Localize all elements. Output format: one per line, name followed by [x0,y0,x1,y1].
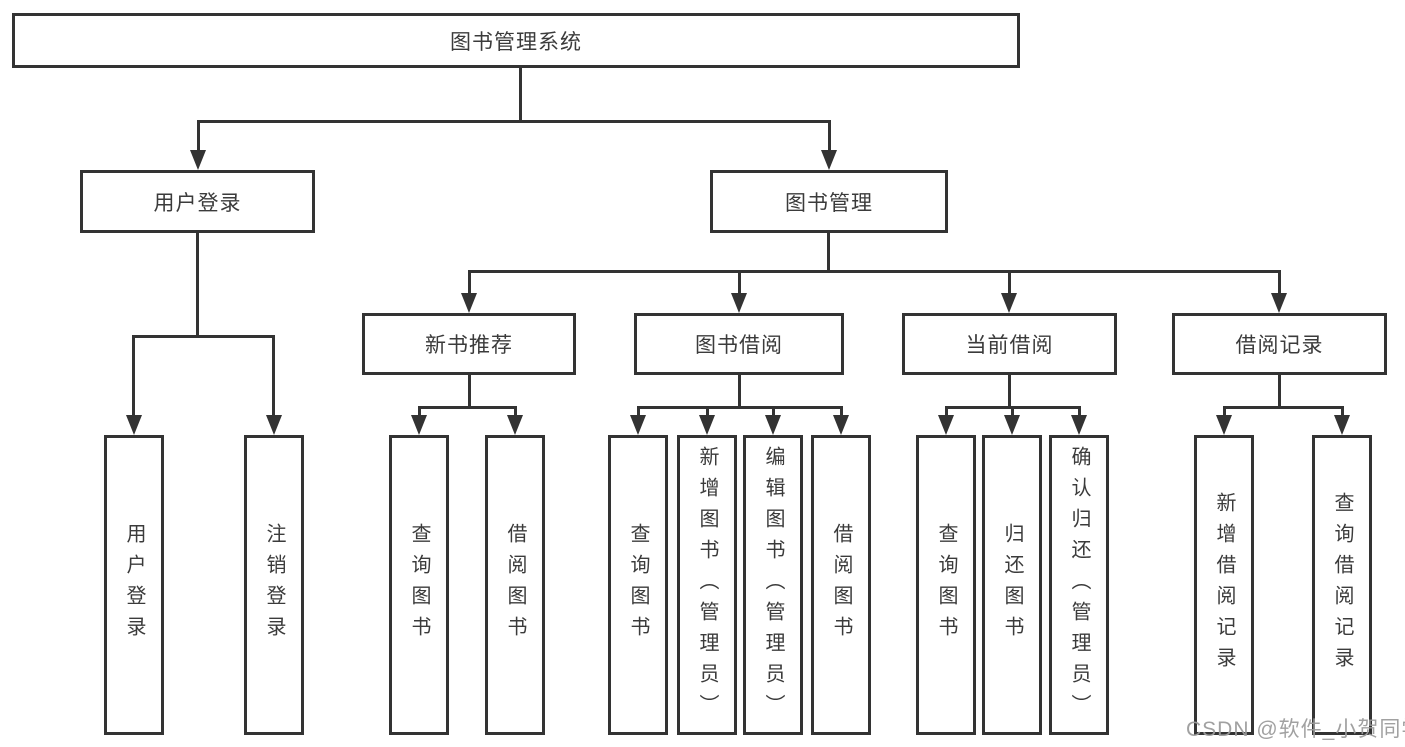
connector-stem [1223,406,1226,418]
leaf-query-books-borrowing-label: 查询图书 [627,523,649,647]
leaf-user-login: 用户登录 [104,435,164,735]
arrowhead-leaf-logout [266,415,282,435]
leaf-user-login-label: 用户登录 [123,523,145,647]
leaf-return-books: 归还图书 [982,435,1042,735]
leaf-add-borrow-record-label: 新增借阅记录 [1213,492,1235,678]
connector-new-book-branch [418,406,517,409]
connector-stem [706,406,709,418]
arrowhead [1004,415,1020,435]
leaf-borrow-books-recommend: 借阅图书 [485,435,545,735]
connector-stem [514,406,517,418]
arrowhead [1216,415,1232,435]
arrowhead-current-borrowing [1001,293,1017,313]
arrowhead [411,415,427,435]
leaf-logout-label: 注销登录 [263,523,285,647]
leaf-query-books-recommend: 查询图书 [389,435,449,735]
leaf-confirm-return-admin-label: 确认归还（管理员） [1068,445,1090,725]
leaf-query-borrow-record-label: 查询借阅记录 [1331,492,1353,678]
node-book-management: 图书管理 [710,170,948,233]
connector-stem-book-management [828,120,831,152]
leaf-edit-books-admin: 编辑图书（管理员） [743,435,803,735]
connector-book-borrowing-drop [738,375,741,409]
node-user-login: 用户登录 [80,170,315,233]
leaf-query-books-current: 查询图书 [916,435,976,735]
arrowhead [699,415,715,435]
connector-current-borrowing-drop [1008,375,1011,409]
leaf-query-borrow-record: 查询借阅记录 [1312,435,1372,735]
leaf-logout: 注销登录 [244,435,304,735]
leaf-add-books-admin-label: 新增图书（管理员） [696,445,718,725]
connector-stem-borrowing-records [1278,270,1281,295]
connector-stem [840,406,843,418]
node-current-borrowing: 当前借阅 [902,313,1117,375]
connector-stem-leaf-logout [272,335,275,417]
leaf-edit-books-admin-label: 编辑图书（管理员） [762,445,784,725]
arrowhead-new-book [461,293,477,313]
leaf-confirm-return-admin: 确认归还（管理员） [1049,435,1109,735]
leaf-borrow-books-recommend-label: 借阅图书 [504,523,526,647]
connector-stem [1011,406,1014,418]
arrowhead-user-login [190,150,206,170]
connector-user-login-branch [132,335,275,338]
arrowhead [630,415,646,435]
connector-stem [945,406,948,418]
leaf-add-books-admin: 新增图书（管理员） [677,435,737,735]
connector-stem-current-borrowing [1008,270,1011,295]
connector-user-login-drop [196,233,199,338]
arrowhead-book-borrowing [731,293,747,313]
connector-root-drop [519,68,522,122]
arrowhead [1334,415,1350,435]
connector-stem [1341,406,1344,418]
csdn-watermark: CSDN @软件_小贺同学 [1186,718,1405,741]
connector-borrowing-records-branch [1223,406,1344,409]
connector-stem-user-login [197,120,200,152]
connector-book-borrowing-branch [637,406,843,409]
arrowhead-book-management [821,150,837,170]
connector-stem [772,406,775,418]
leaf-borrow-books-borrowing-label: 借阅图书 [830,523,852,647]
arrowhead [765,415,781,435]
node-book-borrowing: 图书借阅 [634,313,844,375]
arrowhead-leaf-user-login [126,415,142,435]
node-borrowing-records: 借阅记录 [1172,313,1387,375]
connector-book-management-branch [468,270,1281,273]
leaf-query-books-borrowing: 查询图书 [608,435,668,735]
connector-stem [418,406,421,418]
leaf-query-books-recommend-label: 查询图书 [408,523,430,647]
leaf-add-borrow-record: 新增借阅记录 [1194,435,1254,735]
arrowhead-borrowing-records [1271,293,1287,313]
connector-stem-book-borrowing [738,270,741,295]
arrowhead [1071,415,1087,435]
node-new-book-recommend: 新书推荐 [362,313,576,375]
connector-root-branch [197,120,831,123]
connector-book-management-drop [827,233,830,272]
leaf-borrow-books-borrowing: 借阅图书 [811,435,871,735]
connector-borrowing-records-drop [1278,375,1281,409]
leaf-return-books-label: 归还图书 [1001,523,1023,647]
connector-stem-leaf-user-login [132,335,135,417]
connector-stem [637,406,640,418]
arrowhead [938,415,954,435]
connector-stem [1078,406,1081,418]
arrowhead [833,415,849,435]
leaf-query-books-current-label: 查询图书 [935,523,957,647]
arrowhead [507,415,523,435]
connector-new-book-drop [468,375,471,409]
node-root: 图书管理系统 [12,13,1020,68]
connector-stem-new-book [468,270,471,295]
